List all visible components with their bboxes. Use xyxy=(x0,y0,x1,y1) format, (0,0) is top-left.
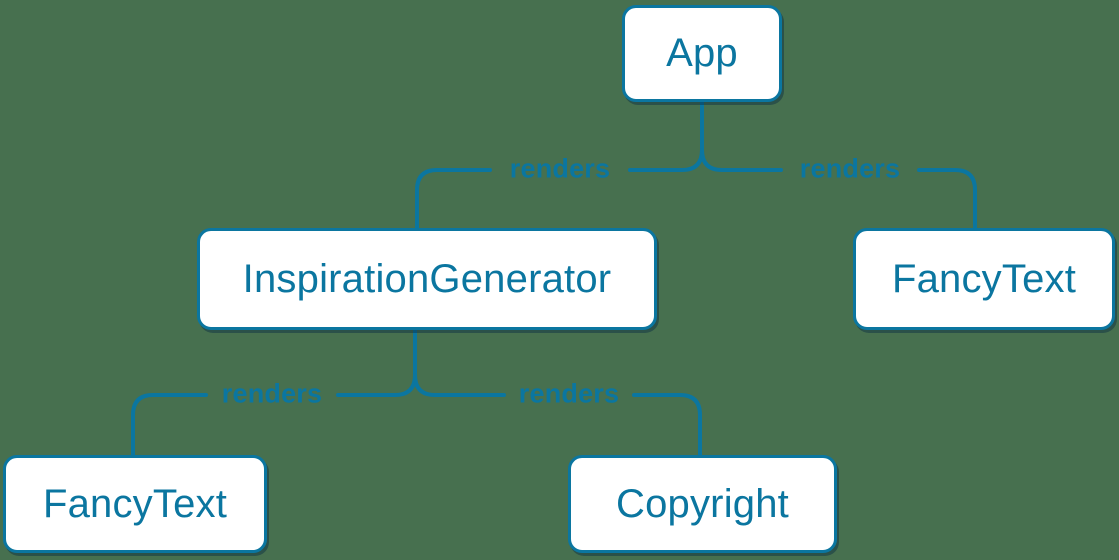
node-copyright-label: Copyright xyxy=(616,481,789,526)
node-fancy-text-bottom: FancyText xyxy=(3,455,267,553)
node-inspiration-generator-label: InspirationGenerator xyxy=(242,256,612,301)
edge-app-to-fancytext xyxy=(700,148,977,230)
node-fancy-text-top: FancyText xyxy=(853,228,1115,330)
edge-inspirationgenerator-to-copyright xyxy=(413,373,702,457)
node-fancy-text-bottom-label: FancyText xyxy=(42,481,228,526)
node-app: App xyxy=(622,5,782,102)
edge-label-renders-inspirationgenerator-copyright: renders xyxy=(518,378,620,409)
node-inspiration-generator: InspirationGenerator xyxy=(197,228,657,330)
edge-label-renders-app-inspirationgenerator: renders xyxy=(509,153,611,184)
node-copyright: Copyright xyxy=(568,455,837,553)
edge-label-renders-inspirationgenerator-fancytext: renders xyxy=(221,378,323,409)
node-fancy-text-top-label: FancyText xyxy=(891,256,1077,301)
edge-label-renders-app-fancytext: renders xyxy=(799,153,901,184)
node-app-label: App xyxy=(666,31,738,75)
